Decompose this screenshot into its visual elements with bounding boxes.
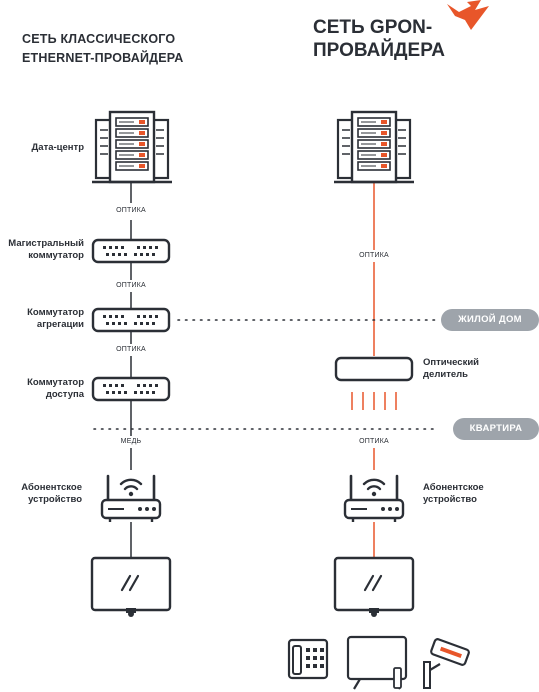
label-aggregation-switch: Коммутатор агрегации: [0, 307, 84, 331]
label-left-subscriber-line-2: устройство: [28, 494, 82, 505]
label-core-switch-line-2: коммутатор: [28, 250, 84, 261]
access-switch-icon: [91, 376, 171, 402]
label-datacenter: Дата-центр: [31, 142, 84, 153]
label-left-subscriber: Абонентское устройство: [0, 482, 82, 506]
label-access-switch-line-1: Коммутатор: [27, 377, 84, 388]
left-link-label-2: ОПТИКА: [116, 282, 146, 289]
tv-icon: [346, 635, 408, 690]
title-right: Сеть GPON- провайдера: [313, 16, 513, 62]
core-switch-icon: [91, 238, 171, 264]
label-right-subscriber: Абонентское устройство: [423, 482, 533, 506]
label-core-switch-line-1: Магистральный: [8, 238, 84, 249]
building-boundary-pill: ЖИЛОЙ ДОМ: [441, 309, 539, 331]
label-access-switch-line-2: доступа: [45, 389, 84, 400]
left-monitor-icon: [90, 556, 172, 619]
phone-icon: [287, 638, 329, 680]
camera-icon: [423, 638, 470, 689]
label-splitter-line-2: делитель: [423, 369, 468, 380]
label-aggregation-switch-line-2: агрегации: [36, 319, 84, 330]
right-router-icon: [343, 474, 405, 524]
splitter-outputs: [351, 392, 397, 410]
label-right-subscriber-line-2: устройство: [423, 494, 477, 505]
left-datacenter-icon: [90, 110, 174, 184]
right-link-label-1: ОПТИКА: [359, 252, 389, 259]
label-left-subscriber-line-1: Абонентское: [21, 482, 82, 493]
left-router-icon: [100, 474, 162, 524]
label-splitter: Оптический делитель: [423, 357, 533, 381]
left-link-label-copper: МЕДЬ: [120, 438, 142, 445]
left-link-label-3: ОПТИКА: [116, 346, 146, 353]
right-datacenter-icon: [332, 110, 416, 184]
label-splitter-line-1: Оптический: [423, 357, 480, 368]
label-core-switch: Магистральный коммутатор: [0, 238, 84, 262]
title-right-line-2: провайдера: [313, 40, 445, 61]
title-left: Сеть классического Ethernet-провайдера: [22, 32, 184, 65]
optical-splitter-icon: [334, 356, 414, 382]
brand-bird-logo: [447, 0, 489, 30]
label-right-subscriber-line-1: Абонентское: [423, 482, 484, 493]
aggregation-switch-icon: [91, 307, 171, 333]
right-monitor-icon: [333, 556, 415, 619]
label-access-switch: Коммутатор доступа: [0, 377, 84, 401]
apartment-boundary-pill: КВАРТИРА: [453, 418, 539, 440]
right-link-label-2: ОПТИКА: [359, 438, 389, 445]
title-right-line-1: Сеть GPON-: [313, 17, 433, 38]
left-link-label-1: ОПТИКА: [116, 207, 146, 214]
label-aggregation-switch-line-1: Коммутатор: [27, 307, 84, 318]
